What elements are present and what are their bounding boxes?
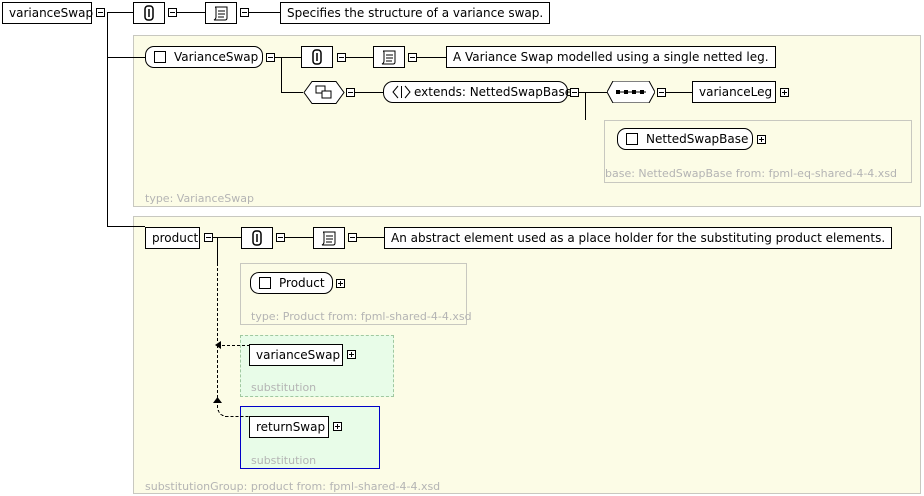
doc-text: An abstract element used as a place hold… bbox=[391, 231, 886, 245]
expand-icon[interactable] bbox=[333, 422, 342, 431]
collapse-icon[interactable] bbox=[348, 233, 357, 242]
collapse-icon[interactable] bbox=[276, 233, 285, 242]
paperclip-icon bbox=[252, 230, 262, 246]
complex-type-icon bbox=[259, 277, 271, 289]
expand-icon[interactable] bbox=[347, 350, 356, 359]
product-type-label: type: Product from: fpml-shared-4-4.xsd bbox=[251, 310, 472, 323]
collapse-icon[interactable] bbox=[346, 88, 355, 97]
extension-label: extends: NettedSwapBase bbox=[414, 85, 573, 99]
substitution-element-return-swap[interactable]: returnSwap bbox=[249, 416, 329, 438]
documentation-icon[interactable] bbox=[313, 227, 345, 249]
documentation-icon[interactable] bbox=[205, 2, 237, 24]
type-name: NettedSwapBase bbox=[646, 132, 749, 146]
documentation-text: A Variance Swap modelled using a single … bbox=[446, 46, 776, 68]
doc-text: A Variance Swap modelled using a single … bbox=[453, 50, 769, 64]
base-label: base: NettedSwapBase from: fpml-eq-share… bbox=[605, 167, 898, 180]
paperclip-icon bbox=[144, 5, 154, 21]
collapse-icon[interactable] bbox=[240, 8, 249, 17]
element-product[interactable]: product bbox=[145, 227, 200, 249]
annotation-icon[interactable] bbox=[133, 2, 165, 24]
element-name: product bbox=[152, 231, 199, 245]
scroll-icon bbox=[381, 50, 396, 65]
substitution-group-label: substitutionGroup: product from: fpml-sh… bbox=[145, 480, 441, 493]
element-name: varianceSwap bbox=[256, 348, 341, 362]
complex-type-variance-swap[interactable]: VarianceSwap bbox=[145, 46, 263, 68]
collapse-icon[interactable] bbox=[96, 8, 105, 17]
choice-glyph bbox=[315, 85, 332, 99]
collapse-icon[interactable] bbox=[337, 53, 346, 62]
documentation-icon[interactable] bbox=[373, 46, 405, 68]
collapse-icon[interactable] bbox=[408, 53, 417, 62]
doc-text: Specifies the structure of a variance sw… bbox=[287, 6, 544, 20]
element-name: varianceLeg bbox=[699, 85, 773, 99]
expand-icon[interactable] bbox=[757, 135, 766, 144]
arrow-head bbox=[213, 397, 222, 403]
substitution-label: substitution bbox=[251, 454, 317, 467]
type-label: type: VarianceSwap bbox=[145, 192, 254, 205]
scroll-icon bbox=[213, 6, 228, 21]
expand-icon[interactable] bbox=[780, 88, 789, 97]
collapse-icon[interactable] bbox=[168, 8, 177, 17]
element-name: varianceSwap bbox=[9, 6, 94, 20]
substitution-element-variance-swap[interactable]: varianceSwap bbox=[249, 344, 343, 366]
sequence-icon[interactable] bbox=[606, 80, 656, 104]
root-element-variance-swap[interactable]: varianceSwap bbox=[2, 2, 94, 24]
expand-icon[interactable] bbox=[336, 279, 345, 288]
complex-type-icon bbox=[626, 133, 638, 145]
extension-icon bbox=[392, 85, 411, 99]
type-name: VarianceSwap bbox=[174, 50, 259, 64]
documentation-text: An abstract element used as a place hold… bbox=[384, 227, 893, 249]
complex-type-netted-swap-base[interactable]: NettedSwapBase bbox=[617, 128, 753, 150]
complex-type-product[interactable]: Product bbox=[250, 272, 333, 294]
element-variance-leg[interactable]: varianceLeg bbox=[692, 81, 776, 103]
collapse-icon[interactable] bbox=[657, 88, 666, 97]
collapse-icon[interactable] bbox=[266, 53, 275, 62]
type-name: Product bbox=[279, 276, 325, 290]
scroll-icon bbox=[321, 231, 336, 246]
annotation-icon[interactable] bbox=[301, 46, 333, 68]
substitution-label: substitution bbox=[251, 381, 317, 394]
arrow-head bbox=[215, 341, 221, 349]
element-name: returnSwap bbox=[256, 420, 326, 434]
collapse-icon[interactable] bbox=[570, 88, 579, 97]
annotation-icon[interactable] bbox=[241, 227, 273, 249]
sequence-glyph bbox=[606, 80, 656, 104]
complex-type-icon bbox=[154, 51, 166, 63]
collapse-icon[interactable] bbox=[204, 233, 213, 242]
extension-element[interactable]: extends: NettedSwapBase bbox=[383, 81, 572, 103]
paperclip-icon bbox=[312, 49, 322, 65]
choice-icon[interactable] bbox=[314, 84, 334, 100]
documentation-text: Specifies the structure of a variance sw… bbox=[280, 2, 551, 24]
